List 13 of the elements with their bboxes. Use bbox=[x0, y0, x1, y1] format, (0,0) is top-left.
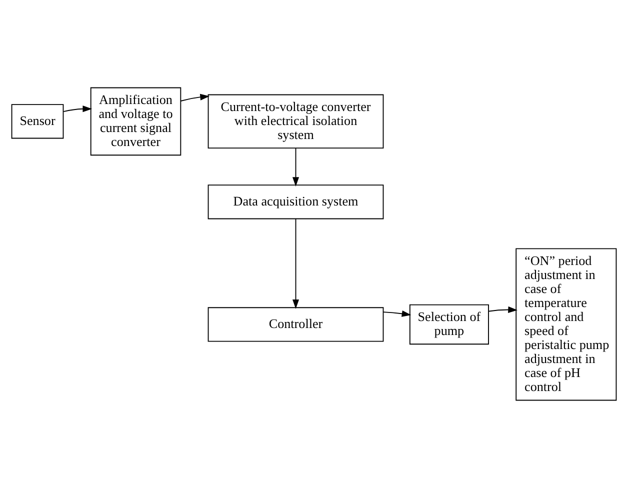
arrow bbox=[180, 94, 210, 102]
node-box: Current-to-voltage converter with electrical isolation system bbox=[208, 94, 384, 149]
node-box: Controller bbox=[208, 307, 384, 342]
node-box: Selection of pump bbox=[409, 304, 489, 345]
arrow bbox=[382, 310, 412, 317]
arrow bbox=[488, 306, 518, 313]
node-box: Data acquisition system bbox=[208, 184, 384, 220]
arrow bbox=[63, 106, 92, 112]
node-box: Sensor bbox=[11, 104, 64, 139]
arrow bbox=[292, 218, 300, 309]
node-box: “ON” period adjustment in case of temperature control and speed of peristaltic pump adjustment in case of pH control bbox=[516, 248, 617, 401]
node-box: Amplification and voltage to current signal converter bbox=[90, 87, 182, 156]
arrow bbox=[292, 148, 300, 186]
